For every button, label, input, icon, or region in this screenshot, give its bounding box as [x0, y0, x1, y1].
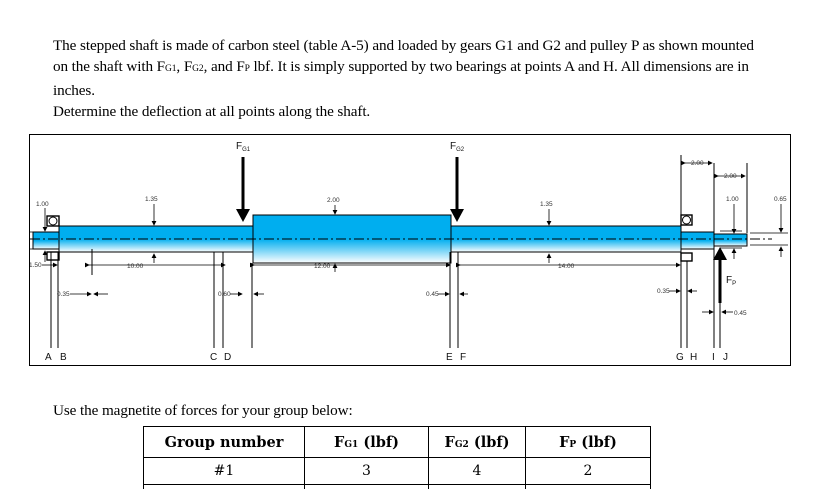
point-g-label: G: [676, 352, 684, 363]
subscript-p: P: [244, 64, 250, 74]
left-end-segment: [32, 231, 60, 250]
svg-text:1.50: 1.50: [30, 262, 42, 269]
header-fg2: FG2 (lbf): [428, 426, 526, 458]
task-statement: Determine the deflection at all points a…: [53, 103, 371, 120]
cell-group: #1: [143, 457, 305, 485]
table-header-row: Group number FG1 (lbf) FG2 (lbf) FP (lbf…: [143, 426, 651, 458]
length-dimensions: 1.50 10.00 12.00 14.00 0.35 0.60 0.45 0.…: [29, 160, 747, 317]
subscript-g2: G2: [192, 64, 204, 74]
intro-text-4: lbf. It is simply supported by two beari…: [53, 58, 749, 99]
fp-label: FP: [726, 275, 736, 287]
header-fg1: FG1 (lbf): [304, 426, 429, 458]
intro-text-1: The stepped shaft is made of carbon stee…: [53, 37, 754, 75]
point-a-label: A: [45, 352, 52, 363]
cell-fg1: 3: [304, 457, 429, 485]
force-fp-arrow: FP: [713, 247, 736, 303]
point-e-label: E: [446, 352, 453, 363]
point-labels: A B C D E F G H I J: [45, 352, 728, 363]
table-row-cutoff: [143, 484, 651, 489]
bearing-a: [46, 215, 60, 261]
pulley-seat-segment: [713, 233, 748, 247]
svg-text:0.35: 0.35: [657, 288, 670, 295]
point-d-label: D: [224, 352, 231, 363]
fg2-label: FG2: [450, 141, 465, 153]
shaft-diagram: FG1 FG2 FP 1.00 1.35 2.00 1.35 1.00 0.65: [29, 134, 791, 366]
cell-fg2: 4: [428, 457, 526, 485]
header-group-number: Group number: [143, 426, 305, 458]
svg-text:1.35: 1.35: [145, 196, 158, 203]
point-i-label: I: [712, 352, 715, 363]
force-table: Group number FG1 (lbf) FG2 (lbf) FP (lbf…: [143, 426, 651, 489]
svg-text:0.65: 0.65: [774, 196, 787, 203]
table-row: #1 3 4 2: [143, 457, 651, 485]
shaft-drawing: FG1 FG2 FP 1.00 1.35 2.00 1.35 1.00 0.65: [29, 141, 788, 363]
svg-text:0.45: 0.45: [734, 310, 747, 317]
force-fg2-arrow: FG2: [450, 141, 465, 222]
point-j-label: J: [723, 352, 728, 363]
point-f-label: F: [460, 352, 466, 363]
svg-text:0.60: 0.60: [218, 291, 231, 298]
svg-text:0.35: 0.35: [57, 291, 70, 298]
diameter-callouts: 1.00 1.35 2.00 1.35 1.00 0.65: [30, 196, 788, 272]
point-b-label: B: [60, 352, 67, 363]
svg-text:2.00: 2.00: [724, 173, 737, 180]
svg-text:1.00: 1.00: [36, 201, 49, 208]
force-fg1-arrow: FG1: [236, 141, 251, 222]
svg-text:14.00: 14.00: [558, 263, 575, 270]
svg-text:0.45: 0.45: [426, 291, 439, 298]
svg-text:1.35: 1.35: [540, 201, 553, 208]
svg-text:12.00: 12.00: [314, 263, 331, 270]
cell-fp: 2: [525, 457, 651, 485]
svg-text:2.00: 2.00: [327, 197, 340, 204]
point-extension-lines: [50, 155, 748, 348]
fg1-label: FG1: [236, 141, 251, 153]
subscript-g1: G1: [165, 64, 177, 74]
intro-text-3: , and F: [203, 58, 245, 75]
header-fp: FP (lbf): [525, 426, 651, 458]
point-c-label: C: [210, 352, 217, 363]
svg-text:2.00: 2.00: [691, 160, 704, 167]
shaft-body: [30, 214, 772, 264]
problem-statement: The stepped shaft is made of carbon stee…: [53, 35, 768, 101]
svg-text:1.00: 1.00: [726, 196, 739, 203]
point-h-label: H: [690, 352, 697, 363]
table-intro: Use the magnetite of forces for your gro…: [53, 402, 353, 419]
bearing-seat-segment: [680, 231, 715, 250]
intro-text-2: , F: [176, 58, 193, 75]
svg-text:10.00: 10.00: [127, 263, 144, 270]
